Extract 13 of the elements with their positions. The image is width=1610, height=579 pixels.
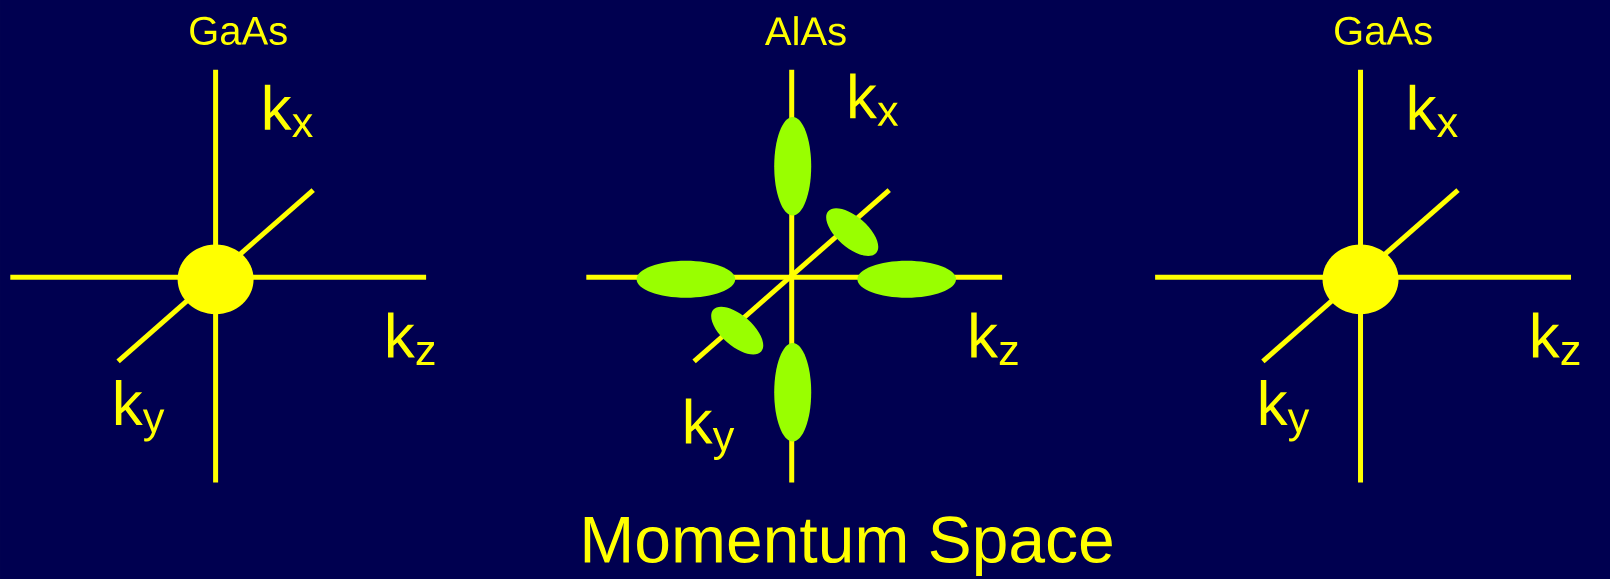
- axis-label: k$_{z}$: [1532, 312, 1580, 365]
- axis-label: k$_{x}$: [850, 73, 899, 126]
- axis-label: k$_{y}$: [115, 380, 165, 442]
- axis-label: k$_{z}$: [388, 312, 435, 365]
- panel-title: AlAs: [764, 16, 846, 46]
- axis-label: k$_{z}$: [971, 312, 1018, 365]
- panel-title: GaAs: [1335, 16, 1432, 45]
- axis-label: k$_{y}$: [1260, 380, 1310, 442]
- axis-label: k$_{y}$: [685, 398, 735, 460]
- axis-label: k$_{x}$: [264, 84, 313, 138]
- axis-label: k$_{x}$: [1409, 84, 1458, 138]
- panel-title: GaAs: [190, 16, 287, 45]
- caption: Momentum Space: [584, 516, 1112, 577]
